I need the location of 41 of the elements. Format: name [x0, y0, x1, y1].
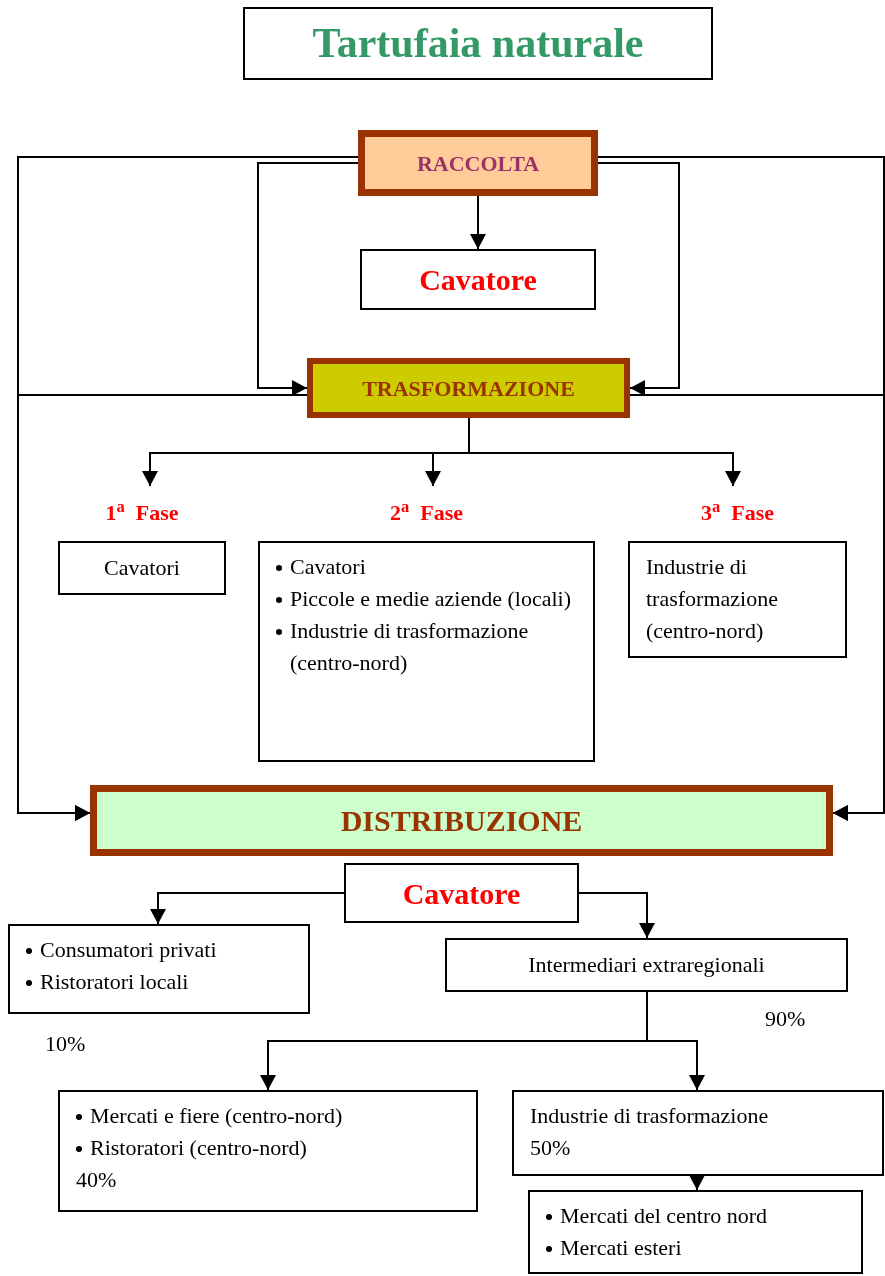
connector-arrow	[468, 417, 741, 487]
phase-heading: 1$^{a}$ Fase	[104, 496, 180, 527]
connector-arrow	[17, 394, 308, 821]
list-item: Mercati e fiere (centro-nord)	[90, 1102, 343, 1130]
list-item: Ristoratori (centro-nord)	[90, 1134, 307, 1162]
box-title: Cavatore	[402, 875, 521, 912]
box-text: Industrie di trasformazione (centro-nord)	[646, 553, 779, 645]
title: Tartufaia naturale	[312, 19, 644, 68]
list-item: Piccole e medie aziende (locali)	[290, 585, 571, 613]
connector-arrow	[689, 1175, 705, 1191]
list-item: Industrie di trasformazione (centro-nord)	[290, 617, 530, 677]
box-title: DISTRIBUZIONE	[340, 803, 583, 839]
process-box	[307, 358, 630, 418]
list-item: Mercati esteri	[560, 1234, 682, 1262]
phase-heading: 2$^{a}$ Fase	[389, 496, 464, 527]
list-item: Consumatori privati	[40, 936, 217, 964]
connector-arrow	[597, 162, 680, 396]
box-text: Industrie di trasformazione	[530, 1102, 770, 1130]
percentage-label: 90%	[765, 1005, 806, 1033]
phase-heading: 3$^{a}$ Fase	[700, 496, 775, 527]
box-title: Cavatore	[419, 262, 537, 298]
percentage-label: 10%	[45, 1030, 86, 1058]
connector-arrow	[578, 892, 655, 939]
list-item: Mercati del centro nord	[560, 1202, 768, 1230]
connector-arrow	[150, 892, 345, 925]
connector-arrow	[470, 195, 486, 250]
process-box	[358, 130, 598, 196]
list-item: Cavatori	[290, 553, 366, 581]
box-title: TRASFORMAZIONE	[362, 374, 575, 403]
connector-arrow	[646, 991, 705, 1091]
list-item: Ristoratori locali	[40, 968, 189, 996]
box-text: Intermediari extraregionali	[528, 951, 765, 979]
connector-arrow	[629, 394, 885, 821]
box-text: 40%	[76, 1166, 118, 1194]
process-box	[90, 785, 833, 856]
process-box	[344, 863, 579, 923]
connector-arrow	[257, 162, 359, 396]
box-text: Cavatori	[104, 554, 180, 582]
box-text: 50%	[530, 1134, 572, 1162]
box-title: RACCOLTA	[416, 149, 540, 178]
process-box	[360, 249, 596, 310]
